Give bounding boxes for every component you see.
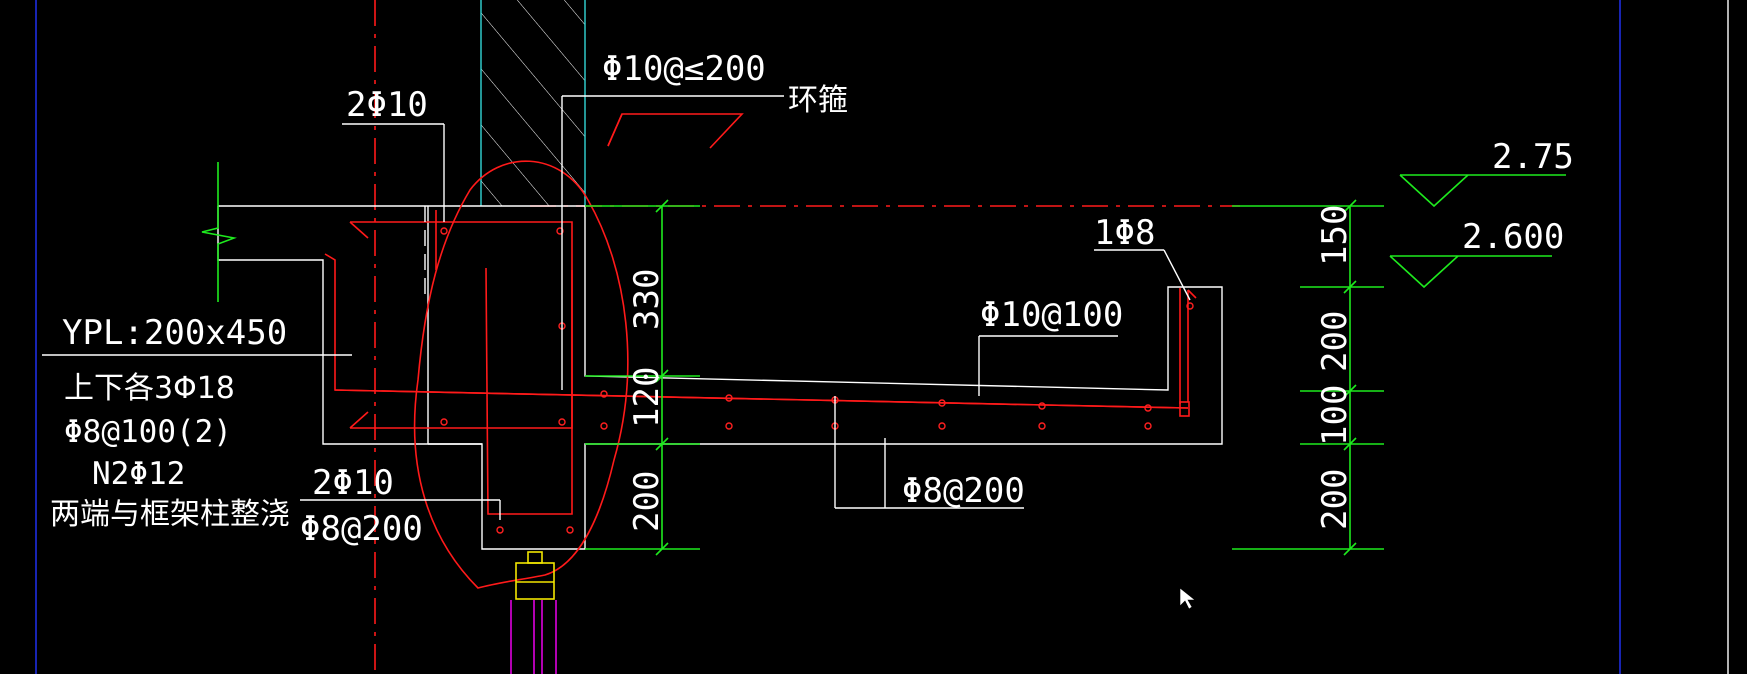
hatched-wall bbox=[480, 0, 586, 206]
label-beam-name: YPL:200x450 bbox=[62, 313, 287, 353]
dim-200-b: 200 bbox=[1315, 469, 1355, 530]
dim-100: 100 bbox=[1315, 385, 1355, 446]
window-section bbox=[510, 551, 557, 674]
label-beam-stirrups: Φ8@100(2) bbox=[64, 414, 232, 450]
dim-200-left: 200 bbox=[627, 471, 667, 532]
label-edge-bar: 1Φ8 bbox=[1094, 213, 1155, 253]
label-stirrup-spec: Φ10@≤200 bbox=[602, 49, 766, 89]
label-stirrup-name: 环箍 bbox=[788, 83, 848, 118]
axis-lines bbox=[374, 0, 1240, 674]
mouse-cursor-icon bbox=[1179, 587, 1196, 610]
label-2phi10-top: 2Φ10 bbox=[346, 85, 428, 125]
sheet-frame bbox=[35, 0, 1729, 674]
concrete-outline bbox=[201, 162, 1223, 550]
label-beam-main-bars: 上下各3Φ18 bbox=[64, 371, 235, 406]
label-2phi10-bottom: 2Φ10 bbox=[312, 463, 394, 503]
label-beam-side-bars: N2Φ12 bbox=[92, 456, 185, 492]
dim-150: 150 bbox=[1315, 205, 1355, 266]
elevation-upper: 2.75 bbox=[1492, 137, 1574, 177]
highlight-circle bbox=[413, 160, 629, 589]
elevation-lower: 2.600 bbox=[1462, 217, 1564, 257]
dim-120: 120 bbox=[627, 367, 667, 428]
label-slab-phi10: Φ10@100 bbox=[980, 295, 1123, 335]
annotations: 2Φ10 Φ10@≤200 环箍 YPL:200x450 上下各3Φ18 Φ8@… bbox=[50, 49, 1574, 549]
dim-330: 330 bbox=[627, 269, 667, 330]
dim-200-a: 200 bbox=[1315, 311, 1355, 372]
rebar-cage bbox=[324, 113, 1197, 589]
label-phi8-200-left: Φ8@200 bbox=[300, 509, 423, 549]
leader-lines bbox=[42, 95, 1191, 520]
dimension-lines bbox=[585, 174, 1566, 556]
label-beam-note: 两端与框架柱整浇 bbox=[50, 497, 290, 532]
label-slab-phi8: Φ8@200 bbox=[902, 471, 1025, 511]
